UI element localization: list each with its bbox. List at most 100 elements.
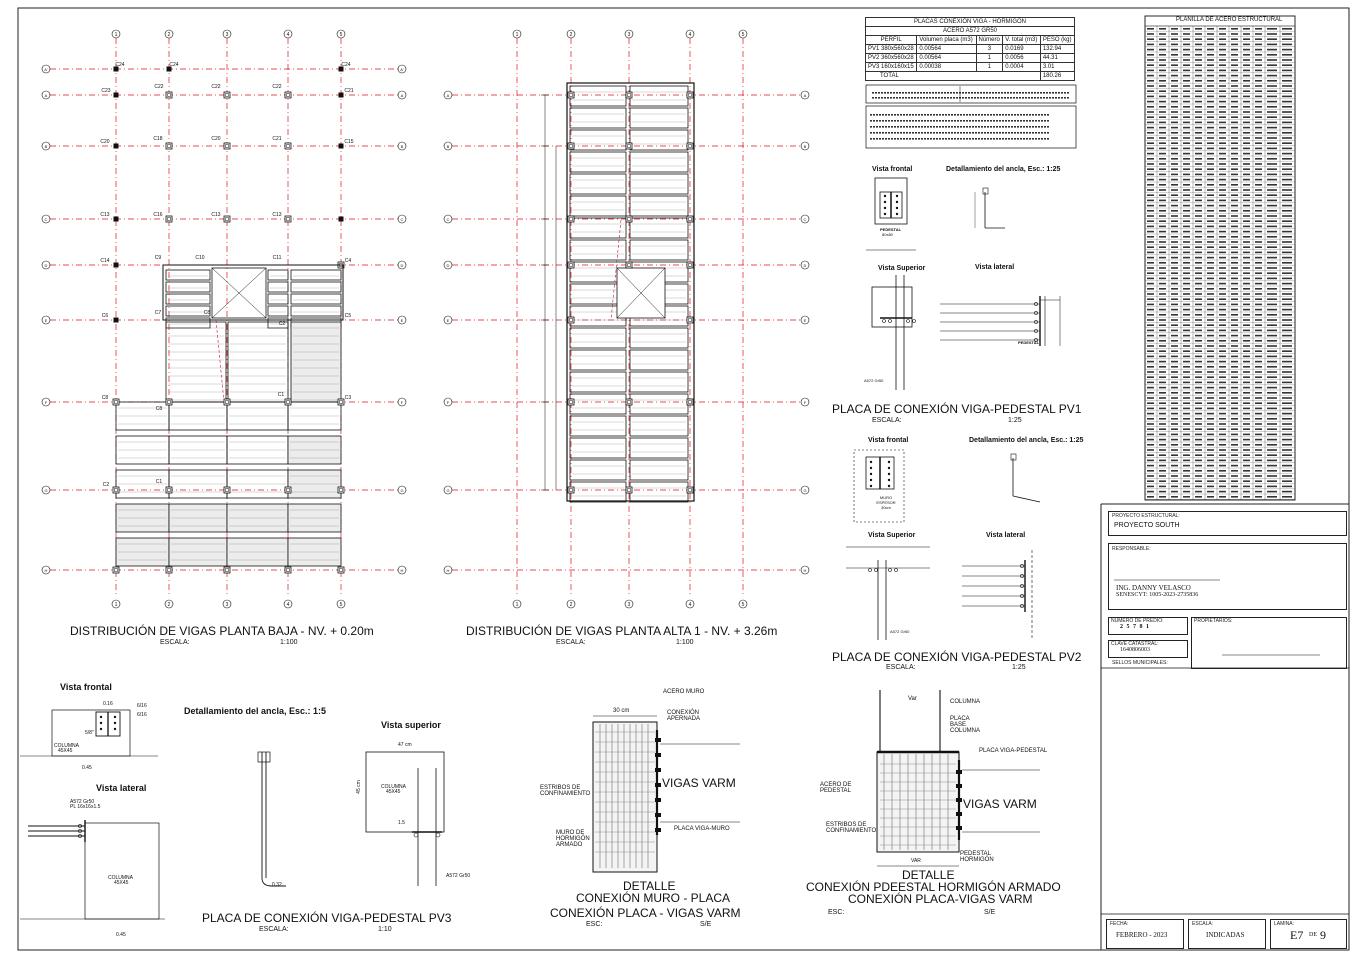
curved-beam [610, 219, 622, 321]
schedule-cell-text [1183, 246, 1190, 248]
schedule-cell-text [1171, 454, 1178, 456]
schedule-cell-text [1282, 100, 1292, 103]
beam-panel [165, 269, 211, 281]
schedule-cell-text [1219, 220, 1226, 222]
schedule-cell-text [1219, 246, 1226, 248]
column-square [165, 91, 173, 99]
note-text [990, 138, 992, 140]
legend-text [992, 92, 994, 94]
pv-table-header: PERFIL [864, 35, 918, 45]
note-text [873, 114, 875, 116]
schedule-cell-text [1231, 158, 1238, 160]
planilla-title: PLANILLA DE ACERO ESTRUCTURAL [1176, 17, 1283, 23]
legend-text [1037, 97, 1039, 99]
schedule-cell-text [1243, 345, 1250, 347]
legend-text [935, 92, 937, 94]
note-text [1017, 120, 1019, 122]
schedule-cell-text [1207, 116, 1214, 118]
schedule-cell-text [1282, 132, 1292, 134]
schedule-cell-text [1195, 137, 1202, 139]
beam-panel [267, 281, 289, 293]
axis-bubble [397, 315, 407, 325]
schedule-cell-text [1255, 116, 1262, 118]
note-text [1047, 132, 1049, 134]
schedule-cell-text [1195, 225, 1202, 228]
column-inner [688, 400, 692, 404]
note-text [873, 132, 875, 134]
schedule-cell-text [1207, 132, 1214, 134]
schedule-cell-text [1195, 376, 1202, 378]
note-text [933, 132, 935, 134]
schedule-cell-text [1147, 204, 1154, 207]
schedule-cell-text [1195, 158, 1202, 160]
schedule-cell-text [1255, 485, 1262, 488]
schedule-cell-text [1231, 324, 1238, 326]
schedule-cell-text [1282, 178, 1292, 181]
note-text [993, 138, 995, 140]
column-label: C24 [169, 62, 178, 68]
schedule-cell-text [1243, 490, 1250, 493]
note-text [1008, 132, 1010, 134]
note-text [987, 114, 989, 116]
schedule-cell-text [1171, 48, 1178, 51]
schedule-cell-text [1171, 251, 1178, 254]
note-text [936, 132, 938, 134]
beam-panel [569, 173, 627, 195]
schedule-cell-text [1243, 215, 1250, 217]
schedule-cell-text [1207, 355, 1214, 358]
column-label: C13 [211, 212, 220, 218]
schedule-cell-text [1207, 111, 1214, 113]
note-text [993, 120, 995, 122]
note-text [957, 138, 959, 140]
schedule-cell-text [1147, 272, 1154, 274]
column-square [686, 215, 694, 223]
schedule-cell-text [1207, 225, 1214, 228]
schedule-cell-text [1207, 251, 1214, 254]
schedule-cell-text [1207, 158, 1214, 160]
schedule-cell-text [1195, 90, 1202, 92]
pv3-plate: PL 16x16x1.5 [70, 804, 101, 810]
schedule-cell-text [1219, 147, 1226, 150]
schedule-cell-text [1231, 116, 1238, 118]
pv1-title: PLACA DE CONEXIÓN VIGA-PEDESTAL PV1 [832, 402, 1082, 416]
pv3-steel: A572 Gr50 [70, 799, 95, 805]
note-text [960, 120, 962, 122]
schedule-cell-text [1243, 412, 1250, 415]
note-text [933, 126, 935, 128]
note-text [945, 132, 947, 134]
schedule-cell-text [1231, 225, 1238, 228]
axis-number: 4 [287, 32, 290, 38]
schedule-cell-text [1147, 392, 1154, 394]
schedule-cell-text [1231, 475, 1238, 477]
schedule-cell-text [1243, 256, 1250, 259]
axis-bubble-4 [283, 599, 293, 609]
column-inner [339, 568, 343, 572]
schedule-cell-text [1159, 106, 1166, 108]
axis-letter: A [447, 93, 450, 98]
schedule-cell-text [1282, 80, 1292, 82]
schedule-cell-text [1159, 381, 1166, 384]
schedule-cell-text [1207, 350, 1214, 352]
column-inner [339, 488, 343, 492]
wall-connection-detail-drawing [592, 715, 740, 873]
note-text [879, 138, 881, 140]
schedule-cell-text [1183, 215, 1190, 217]
schedule-cell-text [1183, 69, 1190, 72]
schedule-cell-text [1207, 397, 1214, 399]
legend-text [923, 92, 925, 94]
schedule-cell-text [1219, 178, 1226, 181]
schedule-cell-text [1183, 251, 1190, 254]
beam-panel [629, 107, 689, 129]
note-text [981, 126, 983, 128]
note-text [957, 132, 959, 134]
note-text [891, 120, 893, 122]
plan1-title: DISTRIBUCIÓN DE VIGAS PLANTA BAJA - NV. … [70, 624, 374, 638]
column-inner [569, 488, 573, 492]
schedule-cell-text [1282, 168, 1292, 170]
schedule-cell-text [1243, 360, 1250, 363]
schedule-cell-text [1219, 74, 1226, 77]
note-text [999, 126, 1001, 128]
schedule-cell-text [1267, 485, 1277, 488]
schedule-cell-text [1267, 106, 1277, 108]
